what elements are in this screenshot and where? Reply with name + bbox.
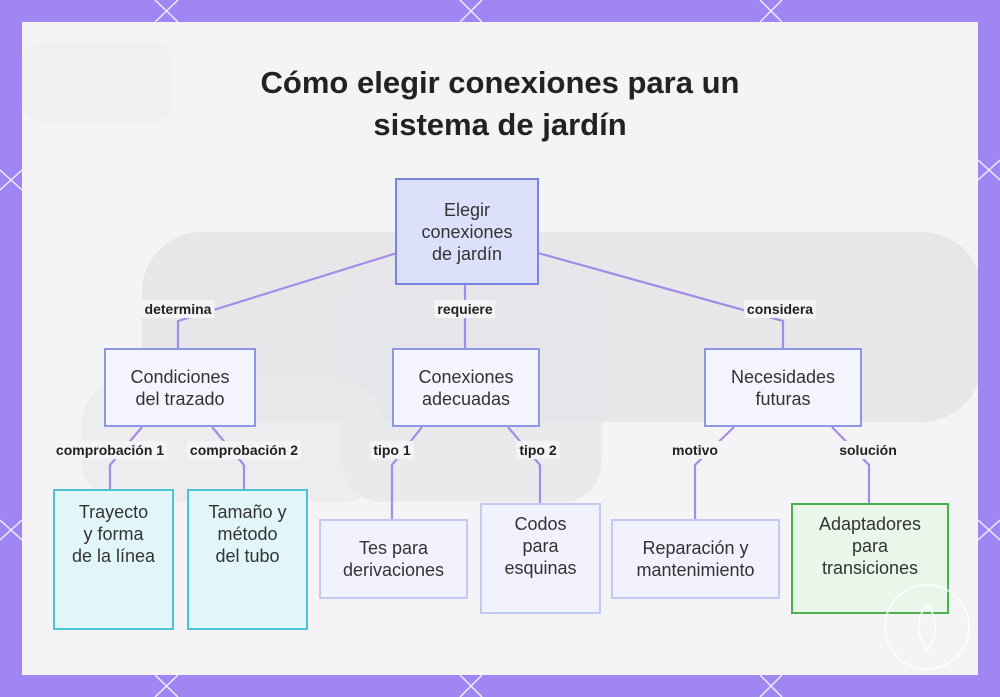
link-tipo1 — [390, 426, 423, 520]
node-label: Adaptadores para transiciones — [818, 514, 922, 578]
node-label: Codos para esquinas — [504, 514, 577, 578]
node-label: Conexiones adecuadas — [418, 366, 514, 409]
link-solucion — [831, 426, 871, 504]
node-tamano-metodo: Tamaño y método del tubo — [187, 489, 308, 630]
node-condiciones-trazado: Condiciones del trazado — [104, 348, 256, 427]
link-comprobacion2 — [211, 426, 246, 490]
edge-label-considera: considera — [743, 300, 817, 318]
connector-lines — [108, 251, 871, 520]
node-adaptadores-transiciones: Adaptadores para transiciones — [791, 503, 949, 614]
node-label: Reparación y mantenimiento — [636, 538, 755, 580]
edge-label-solucion: solución — [836, 441, 900, 459]
node-tes-derivaciones: Tes para derivaciones — [319, 519, 468, 599]
edge-label-tipo-2: tipo 2 — [516, 441, 560, 459]
link-considera — [537, 251, 785, 348]
watermark-logo — [884, 584, 970, 670]
diagram-title: Cómo elegir conexiones para un sistema d… — [22, 62, 978, 146]
link-determina — [176, 251, 398, 348]
diagram-canvas: Cómo elegir conexiones para un sistema d… — [22, 22, 978, 675]
node-conexiones-adecuadas: Conexiones adecuadas — [392, 348, 540, 427]
edge-label-comprobacion-2: comprobación 2 — [186, 441, 302, 459]
node-label: Tes para derivaciones — [342, 538, 445, 580]
edge-label-comprobacion-1: comprobación 1 — [52, 441, 168, 459]
edge-label-tipo-1: tipo 1 — [370, 441, 414, 459]
title-line-1: Cómo elegir conexiones para un — [260, 65, 740, 100]
node-label: Tamaño y método del tubo — [208, 502, 287, 566]
title-line-2: sistema de jardín — [373, 107, 627, 142]
node-trayecto-forma: Trayecto y forma de la línea — [53, 489, 174, 630]
node-codos-esquinas: Codos para esquinas — [480, 503, 601, 614]
node-reparacion-mantenimiento: Reparación y mantenimiento — [611, 519, 780, 599]
edge-label-determina: determina — [141, 300, 215, 318]
link-comprobacion1 — [108, 426, 143, 490]
node-necesidades-futuras: Necesidades futuras — [704, 348, 862, 427]
node-elegir-conexiones: Elegir conexiones de jardín — [395, 178, 539, 285]
edge-label-motivo: motivo — [669, 441, 721, 459]
node-label: Condiciones del trazado — [130, 366, 230, 409]
node-label: Elegir conexiones de jardín — [421, 199, 513, 264]
link-motivo — [693, 426, 735, 520]
link-tipo2 — [507, 426, 542, 504]
node-label: Necesidades futuras — [730, 366, 836, 409]
edge-label-requiere: requiere — [434, 300, 496, 318]
node-label: Trayecto y forma de la línea — [71, 502, 156, 566]
